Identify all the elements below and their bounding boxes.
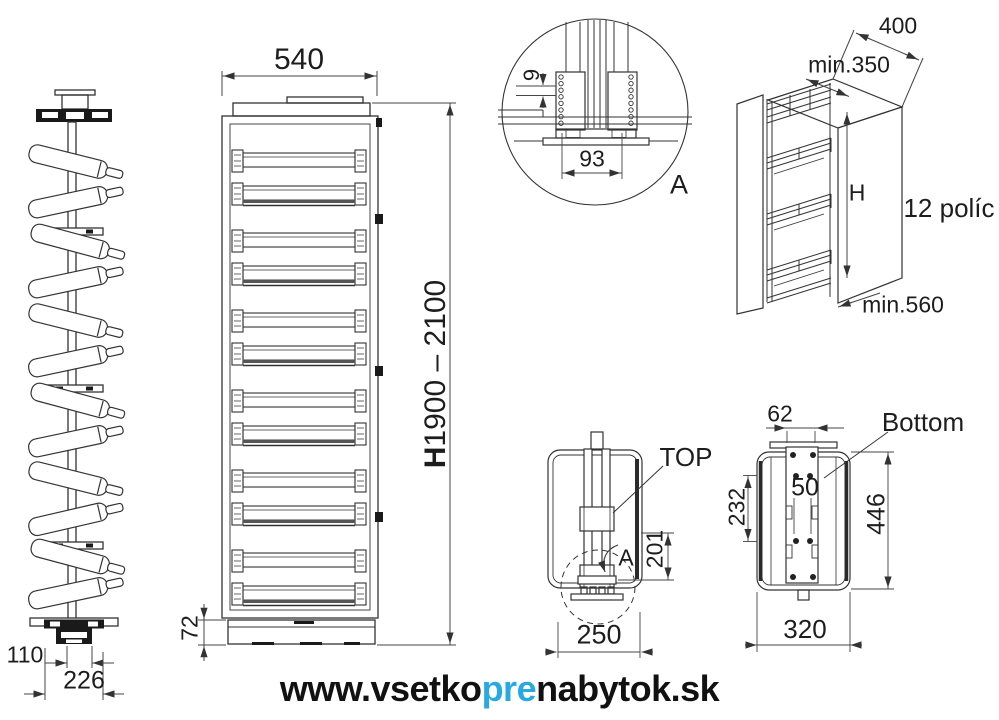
url-suffix: nabytok.sk	[536, 668, 720, 709]
dim-label-72: 72	[176, 615, 203, 641]
top-dimensions	[545, 532, 674, 658]
dim-label-62: 62	[767, 400, 793, 427]
dim-label-320: 320	[783, 614, 827, 644]
spiral-dimensions	[24, 646, 124, 700]
wine-bottles	[26, 142, 128, 612]
dim-label-h: H	[848, 179, 866, 206]
dim-label-232: 232	[723, 487, 750, 527]
dim-label-min560: min.560	[862, 291, 944, 318]
dim-label-9: 9	[519, 68, 544, 82]
spiral-rack-view	[24, 89, 128, 700]
detail-dimensions	[516, 73, 623, 179]
dim-label-250: 250	[576, 619, 622, 650]
top-view	[545, 431, 674, 658]
height-range: 1900 – 2100	[419, 279, 452, 447]
dim-label-540: 540	[273, 43, 325, 76]
iso-shelves	[766, 83, 832, 304]
dim-label-min350: min.350	[808, 51, 890, 78]
dim-label-400: 400	[878, 12, 918, 39]
detail-letter-a: A	[669, 169, 689, 200]
iso-dimensions	[805, 29, 924, 308]
front-view	[198, 71, 456, 661]
detail-a-arrow	[598, 544, 619, 573]
detail-a-view	[498, 18, 692, 206]
url-highlight: pre	[481, 668, 537, 709]
iso-view	[736, 29, 924, 315]
bottom-view	[743, 424, 894, 652]
url-prefix: www.vsetko	[279, 668, 482, 709]
dim-label-226: 226	[63, 666, 105, 695]
dim-label-50: 50	[791, 473, 819, 502]
shelves	[232, 149, 366, 606]
top-view-label: TOP	[659, 442, 713, 472]
bottom-dimensions	[743, 424, 894, 652]
shelf-count-note: 12 políc	[903, 193, 995, 223]
dim-label-height-range: H1900 – 2100	[419, 279, 452, 469]
dim-label-201: 201	[641, 529, 668, 569]
bottom-leader-line	[823, 431, 889, 479]
bottom-view-label: Bottom	[881, 407, 965, 437]
footer-url: www.vsetkoprenabytok.sk	[0, 668, 999, 710]
mounting-holes	[790, 452, 816, 580]
top-leader-line	[612, 465, 664, 514]
front-dimensions	[198, 71, 456, 661]
dim-label-93: 93	[579, 145, 605, 172]
height-prefix: H	[419, 446, 452, 469]
rotation-envelope-circle	[560, 549, 636, 625]
top-detail-ref-a: A	[618, 544, 634, 571]
dim-label-446: 446	[862, 493, 891, 535]
dim-label-110: 110	[6, 641, 44, 668]
